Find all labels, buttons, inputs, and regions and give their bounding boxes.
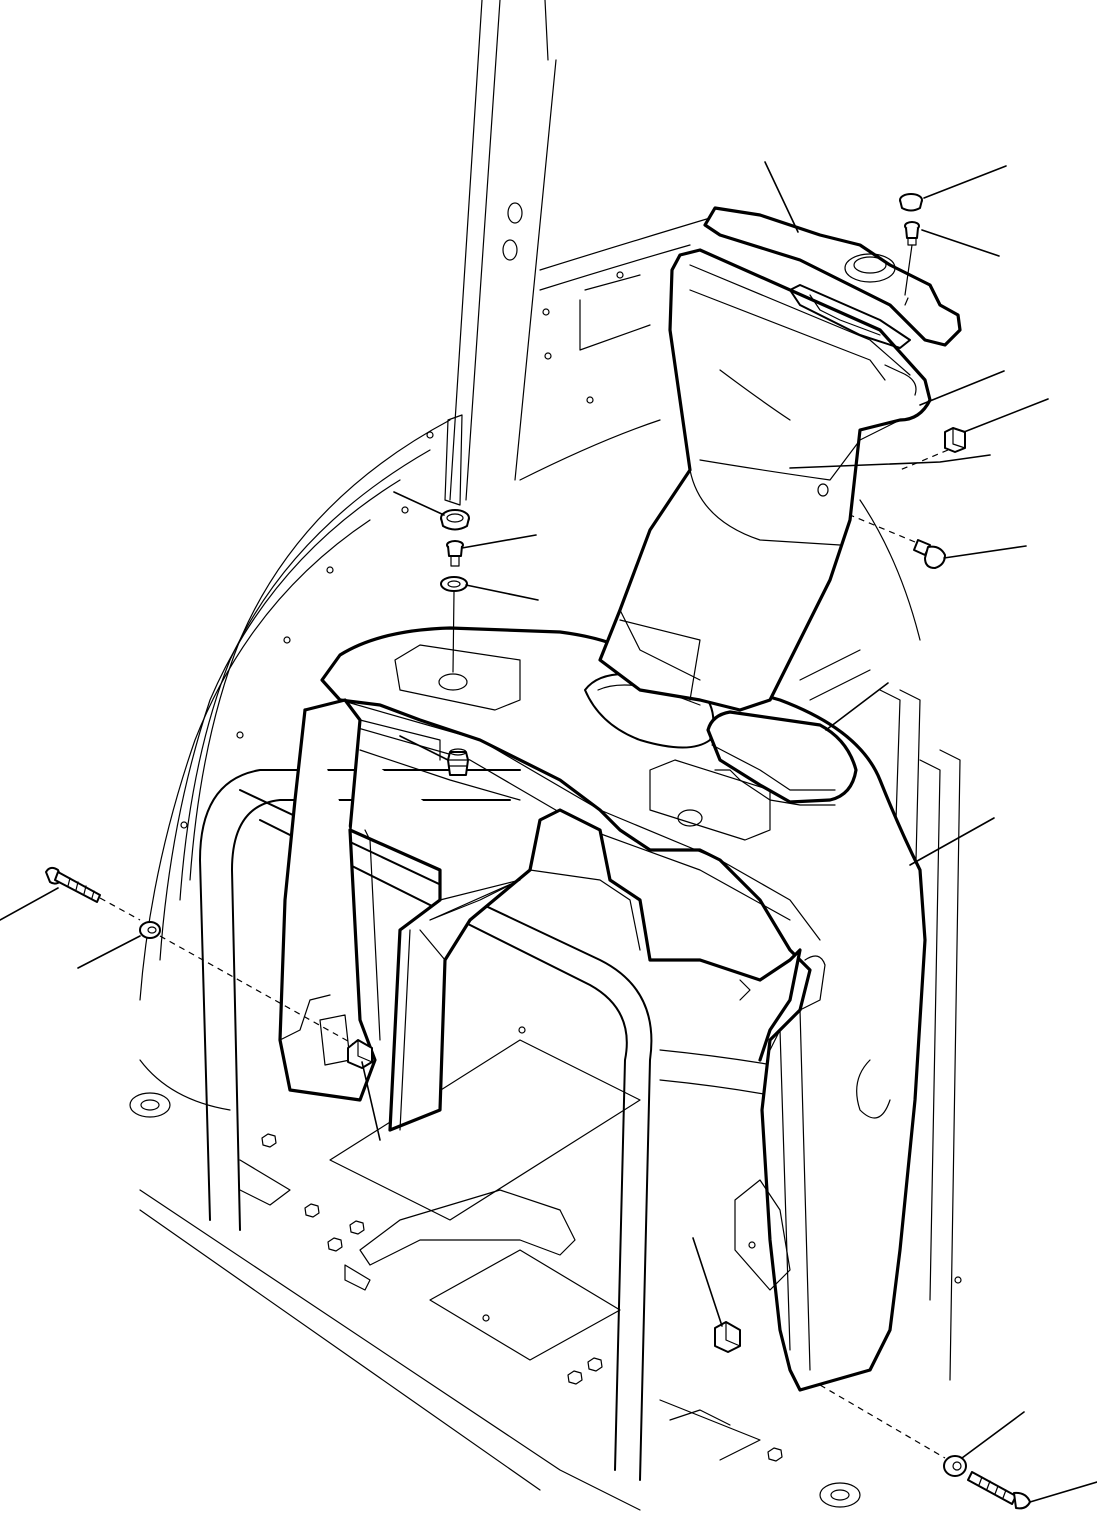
leader-screw-left <box>461 534 537 549</box>
lid-pad <box>706 710 858 806</box>
washer-left-lower <box>139 921 356 1046</box>
leader-long-bolt-lower-right <box>1029 1481 1097 1503</box>
leader-cap-left <box>393 491 445 516</box>
long-bolt-lower-right <box>967 1471 1031 1510</box>
washer-left <box>440 576 468 673</box>
leader-clip-left <box>361 1061 381 1141</box>
screw-top-right <box>904 221 920 296</box>
nut-insert <box>447 748 469 776</box>
leader-main-console <box>909 817 995 866</box>
leader-washer-left-lower <box>77 935 141 969</box>
leader-nut-insert <box>399 735 449 761</box>
leader-clip-lower-right <box>692 1237 723 1327</box>
leader-top-cover <box>764 161 799 233</box>
screw-left <box>446 540 464 567</box>
leader-cap-top-right <box>923 165 1007 199</box>
leader-screw-top-right <box>921 229 1000 257</box>
leader-long-bolt-left <box>0 887 59 921</box>
top-cover <box>703 206 962 349</box>
washer-lower-right <box>819 1384 967 1477</box>
bolt-right <box>849 514 946 569</box>
leader-lines <box>0 161 1097 1503</box>
clip-right <box>899 427 966 471</box>
long-bolt-left <box>45 866 141 921</box>
leader-upper-duct <box>919 370 1005 406</box>
leader-washer-left <box>465 584 539 601</box>
clip-lower-right <box>714 1321 741 1353</box>
leader-clip-right-target <box>789 454 991 469</box>
leader-lid-pad <box>825 682 889 731</box>
leader-clip-right <box>963 398 1049 433</box>
upper-duct <box>598 248 932 712</box>
main-console <box>278 626 927 1392</box>
clip-left <box>347 1039 373 1069</box>
cap-plug-top-right <box>899 193 923 212</box>
leader-bolt-right <box>943 545 1027 559</box>
cap-plug-left <box>440 509 470 531</box>
leader-washer-lower-right <box>961 1411 1025 1459</box>
